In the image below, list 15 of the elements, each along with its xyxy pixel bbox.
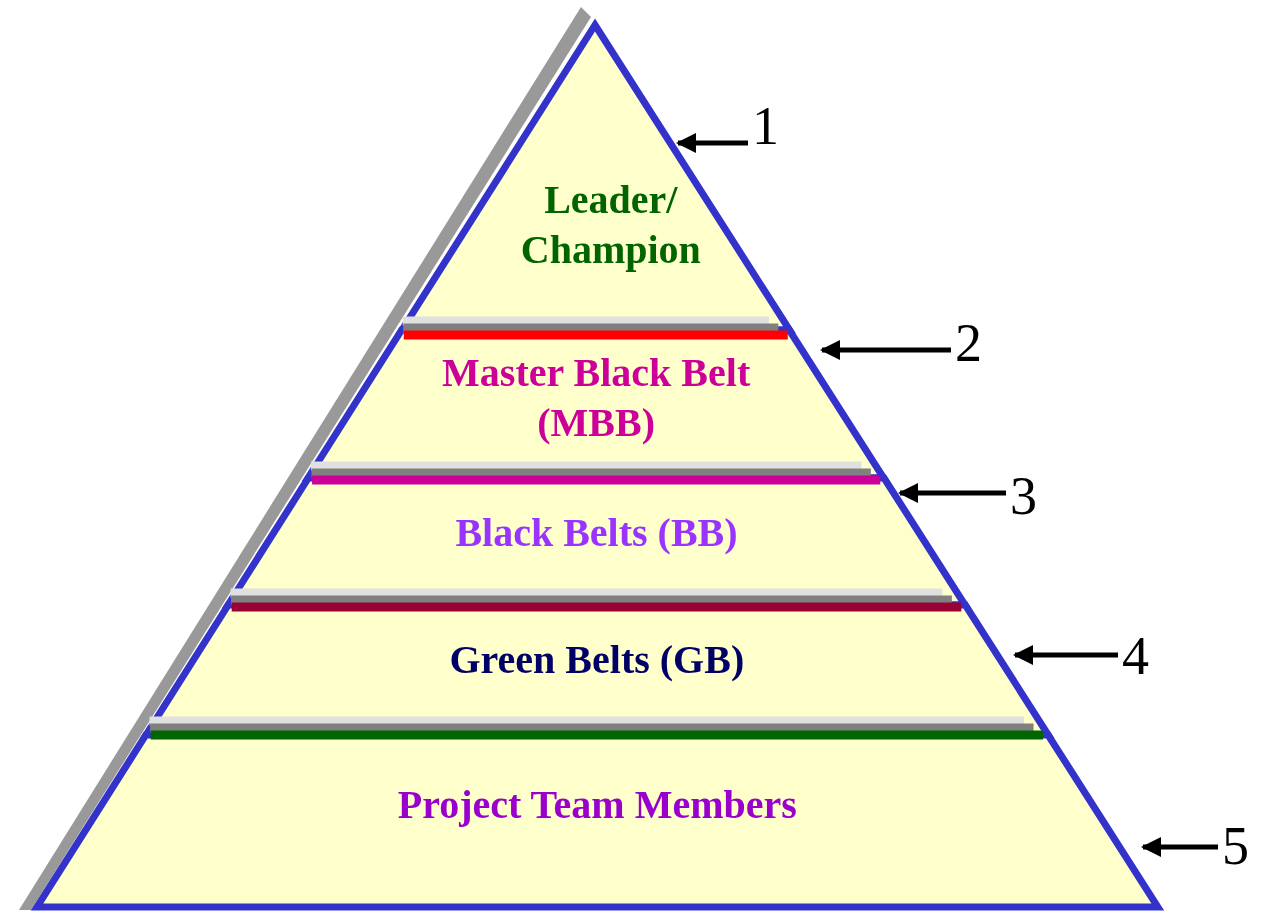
arrow [1013,645,1118,665]
level-number: 3 [1010,468,1037,524]
layer-label: Black Belts (BB) [454,509,739,557]
layer-label: Green Belts (GB) [448,636,746,684]
arrow [676,133,748,153]
level-number: 4 [1122,628,1149,684]
arrow [820,340,951,360]
level-number: 2 [955,315,982,371]
arrow [898,483,1006,503]
layer-label: Project Team Members [396,781,798,829]
layer-label: Leader/ Champion [519,176,702,274]
layer-label: Master Black Belt (MBB) [441,349,752,447]
arrow [1141,837,1218,857]
level-number: 5 [1222,818,1249,874]
level-number: 1 [752,98,779,154]
